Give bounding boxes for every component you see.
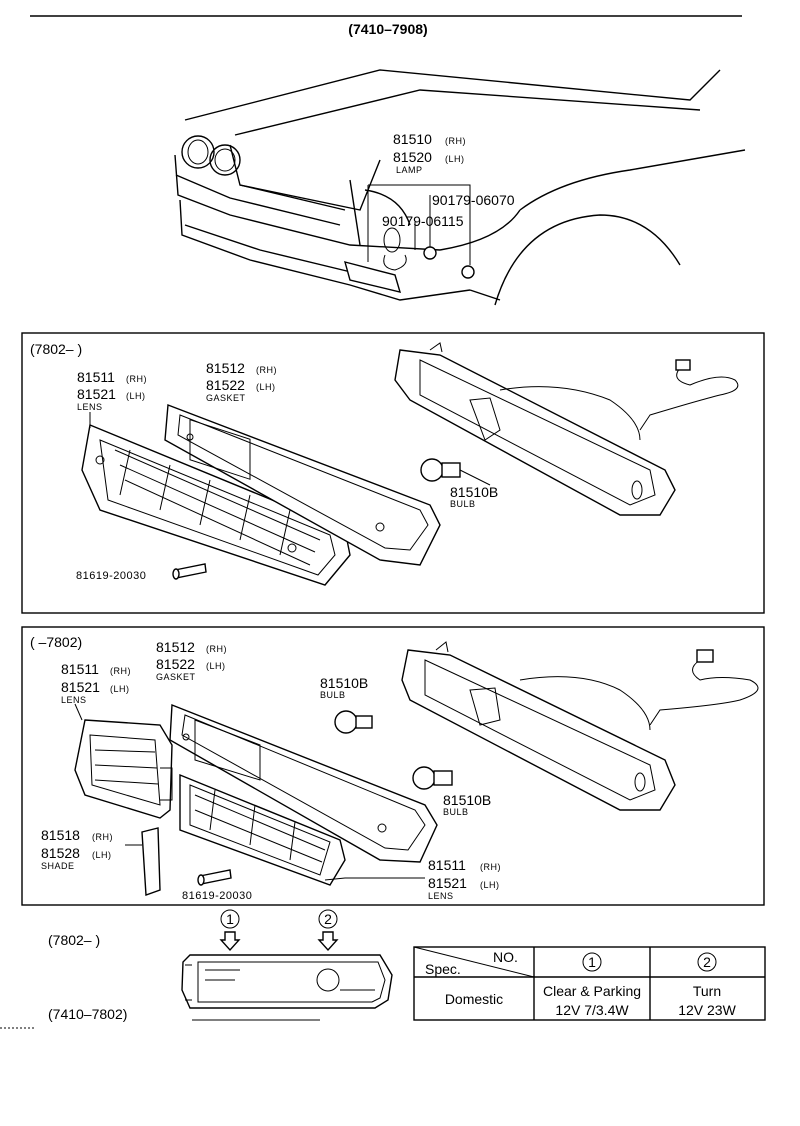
panel-2-housing-drawing bbox=[401, 641, 759, 811]
spec-col2-circle bbox=[697, 952, 717, 972]
panel-2-bulb-mid-drawing bbox=[412, 766, 453, 790]
p1-gasket-rh-number: 81512 bbox=[206, 360, 245, 376]
lamp-rh-number: 81510 bbox=[393, 131, 432, 147]
p2-gasket-rh-side: (RH) bbox=[206, 644, 227, 654]
lamp-lh-number: 81520 bbox=[393, 149, 432, 165]
marker-2-label: 2 bbox=[324, 911, 332, 927]
page-title: (7410–7908) bbox=[348, 21, 427, 37]
spec-header-no: NO. bbox=[493, 949, 518, 965]
lamp-name: LAMP bbox=[396, 165, 423, 175]
panel-1-housing-drawing bbox=[394, 342, 739, 516]
p2-bulb-top-number: 81510B bbox=[320, 675, 368, 691]
bottom-range-top: (7802– ) bbox=[48, 932, 100, 948]
p2-lens-rh-side: (RH) bbox=[110, 666, 131, 676]
p1-gasket-rh-side: (RH) bbox=[256, 365, 277, 375]
panel-1-bulb-drawing bbox=[420, 458, 491, 486]
p1-bulb-name: BULB bbox=[450, 499, 476, 509]
panel-2-frame bbox=[21, 626, 765, 906]
p2-lens-name: LENS bbox=[61, 695, 87, 705]
bottom-lens-drawing bbox=[181, 954, 393, 1021]
panel-2-range: ( –7802) bbox=[30, 634, 82, 650]
marker-1-circle bbox=[220, 909, 240, 929]
p2-bulb-mid-name: BULB bbox=[443, 807, 469, 817]
p2-lens-leader bbox=[74, 703, 83, 721]
p2-gasket-name: GASKET bbox=[156, 672, 196, 682]
panel-2-gasket-drawing bbox=[169, 703, 438, 863]
p2-lens2-name: LENS bbox=[428, 891, 454, 901]
lamp-rh-side: (RH) bbox=[445, 136, 466, 146]
panel-2-front-lens-drawing bbox=[179, 773, 346, 886]
marker-1-label: 1 bbox=[226, 911, 234, 927]
marker-2-circle bbox=[318, 909, 338, 929]
p1-screw-number: 81619-20030 bbox=[76, 570, 146, 582]
p2-lens2-leader bbox=[324, 877, 425, 881]
p1-gasket-name: GASKET bbox=[206, 393, 246, 403]
marker-1-arrow-icon bbox=[219, 931, 241, 952]
panel-1-frame bbox=[21, 332, 765, 614]
spec-col1-label: 1 bbox=[588, 954, 596, 970]
panel-2-screw-drawing bbox=[197, 869, 232, 886]
p1-lens-lh-side: (LH) bbox=[126, 391, 146, 401]
p2-shade-rh-side: (RH) bbox=[92, 832, 113, 842]
p1-gasket-lh-number: 81522 bbox=[206, 377, 245, 393]
panel-2-side-lens-drawing bbox=[74, 719, 173, 819]
spec-header-spec: Spec. bbox=[425, 961, 461, 977]
panel-1-lens-drawing bbox=[81, 424, 351, 586]
p2-lens2-lh-side: (LH) bbox=[480, 880, 500, 890]
spec-c2-line2: 12V 23W bbox=[678, 1002, 736, 1018]
p1-lens-lh-number: 81521 bbox=[77, 386, 116, 402]
spec-col1-circle bbox=[582, 952, 602, 972]
p1-lens-rh-number: 81511 bbox=[77, 369, 115, 385]
spec-row-label: Domestic bbox=[445, 991, 503, 1007]
p2-lens2-rh-number: 81511 bbox=[428, 857, 466, 873]
lamp-lh-side: (LH) bbox=[445, 154, 465, 164]
spec-c1-line2: 12V 7/3.4W bbox=[555, 1002, 629, 1018]
p2-shade-lh-number: 81528 bbox=[41, 845, 80, 861]
p2-lens-lh-side: (LH) bbox=[110, 684, 130, 694]
marker-2-group: 2 bbox=[317, 909, 339, 952]
p2-gasket-lh-number: 81522 bbox=[156, 656, 195, 672]
p1-gasket-lh-side: (LH) bbox=[256, 382, 276, 392]
p2-lens2-lh-number: 81521 bbox=[428, 875, 467, 891]
p2-lens-rh-number: 81511 bbox=[61, 661, 99, 677]
screw-a-number: 90179-06070 bbox=[432, 192, 515, 208]
panel-1-range: (7802– ) bbox=[30, 341, 82, 357]
spec-table bbox=[413, 946, 766, 1021]
spec-c2-line1: Turn bbox=[693, 983, 721, 999]
marker-1-group: 1 bbox=[219, 909, 241, 952]
p1-lens-rh-side: (RH) bbox=[126, 374, 147, 384]
p1-lens-name: LENS bbox=[77, 402, 103, 412]
bottom-range-bottom: (7410–7802) bbox=[48, 1006, 127, 1022]
p2-bulb-mid-number: 81510B bbox=[443, 792, 491, 808]
p2-screw-number: 81619-20030 bbox=[182, 890, 252, 902]
p2-lens2-rh-side: (RH) bbox=[480, 862, 501, 872]
car-front-illustration bbox=[174, 69, 746, 306]
p2-bulb-top-name: BULB bbox=[320, 690, 346, 700]
marker-2-arrow-icon bbox=[317, 931, 339, 952]
spec-c1-line1: Clear & Parking bbox=[543, 983, 641, 999]
panel-2-shade-drawing bbox=[141, 827, 161, 896]
p1-bulb-number: 81510B bbox=[450, 484, 498, 500]
screw-b-number: 90179-06115 bbox=[382, 213, 464, 229]
p2-shade-name: SHADE bbox=[41, 861, 75, 871]
p2-gasket-lh-side: (LH) bbox=[206, 661, 226, 671]
panel-2-bulb-top-drawing bbox=[334, 710, 373, 734]
panel-1-screw-drawing bbox=[172, 563, 207, 580]
p2-shade-rh-number: 81518 bbox=[41, 827, 80, 843]
panel-1-gasket-drawing bbox=[164, 404, 441, 566]
spec-col2-label: 2 bbox=[703, 954, 711, 970]
p2-shade-lh-side: (LH) bbox=[92, 850, 112, 860]
p2-lens-lh-number: 81521 bbox=[61, 679, 100, 695]
p2-gasket-rh-number: 81512 bbox=[156, 639, 195, 655]
